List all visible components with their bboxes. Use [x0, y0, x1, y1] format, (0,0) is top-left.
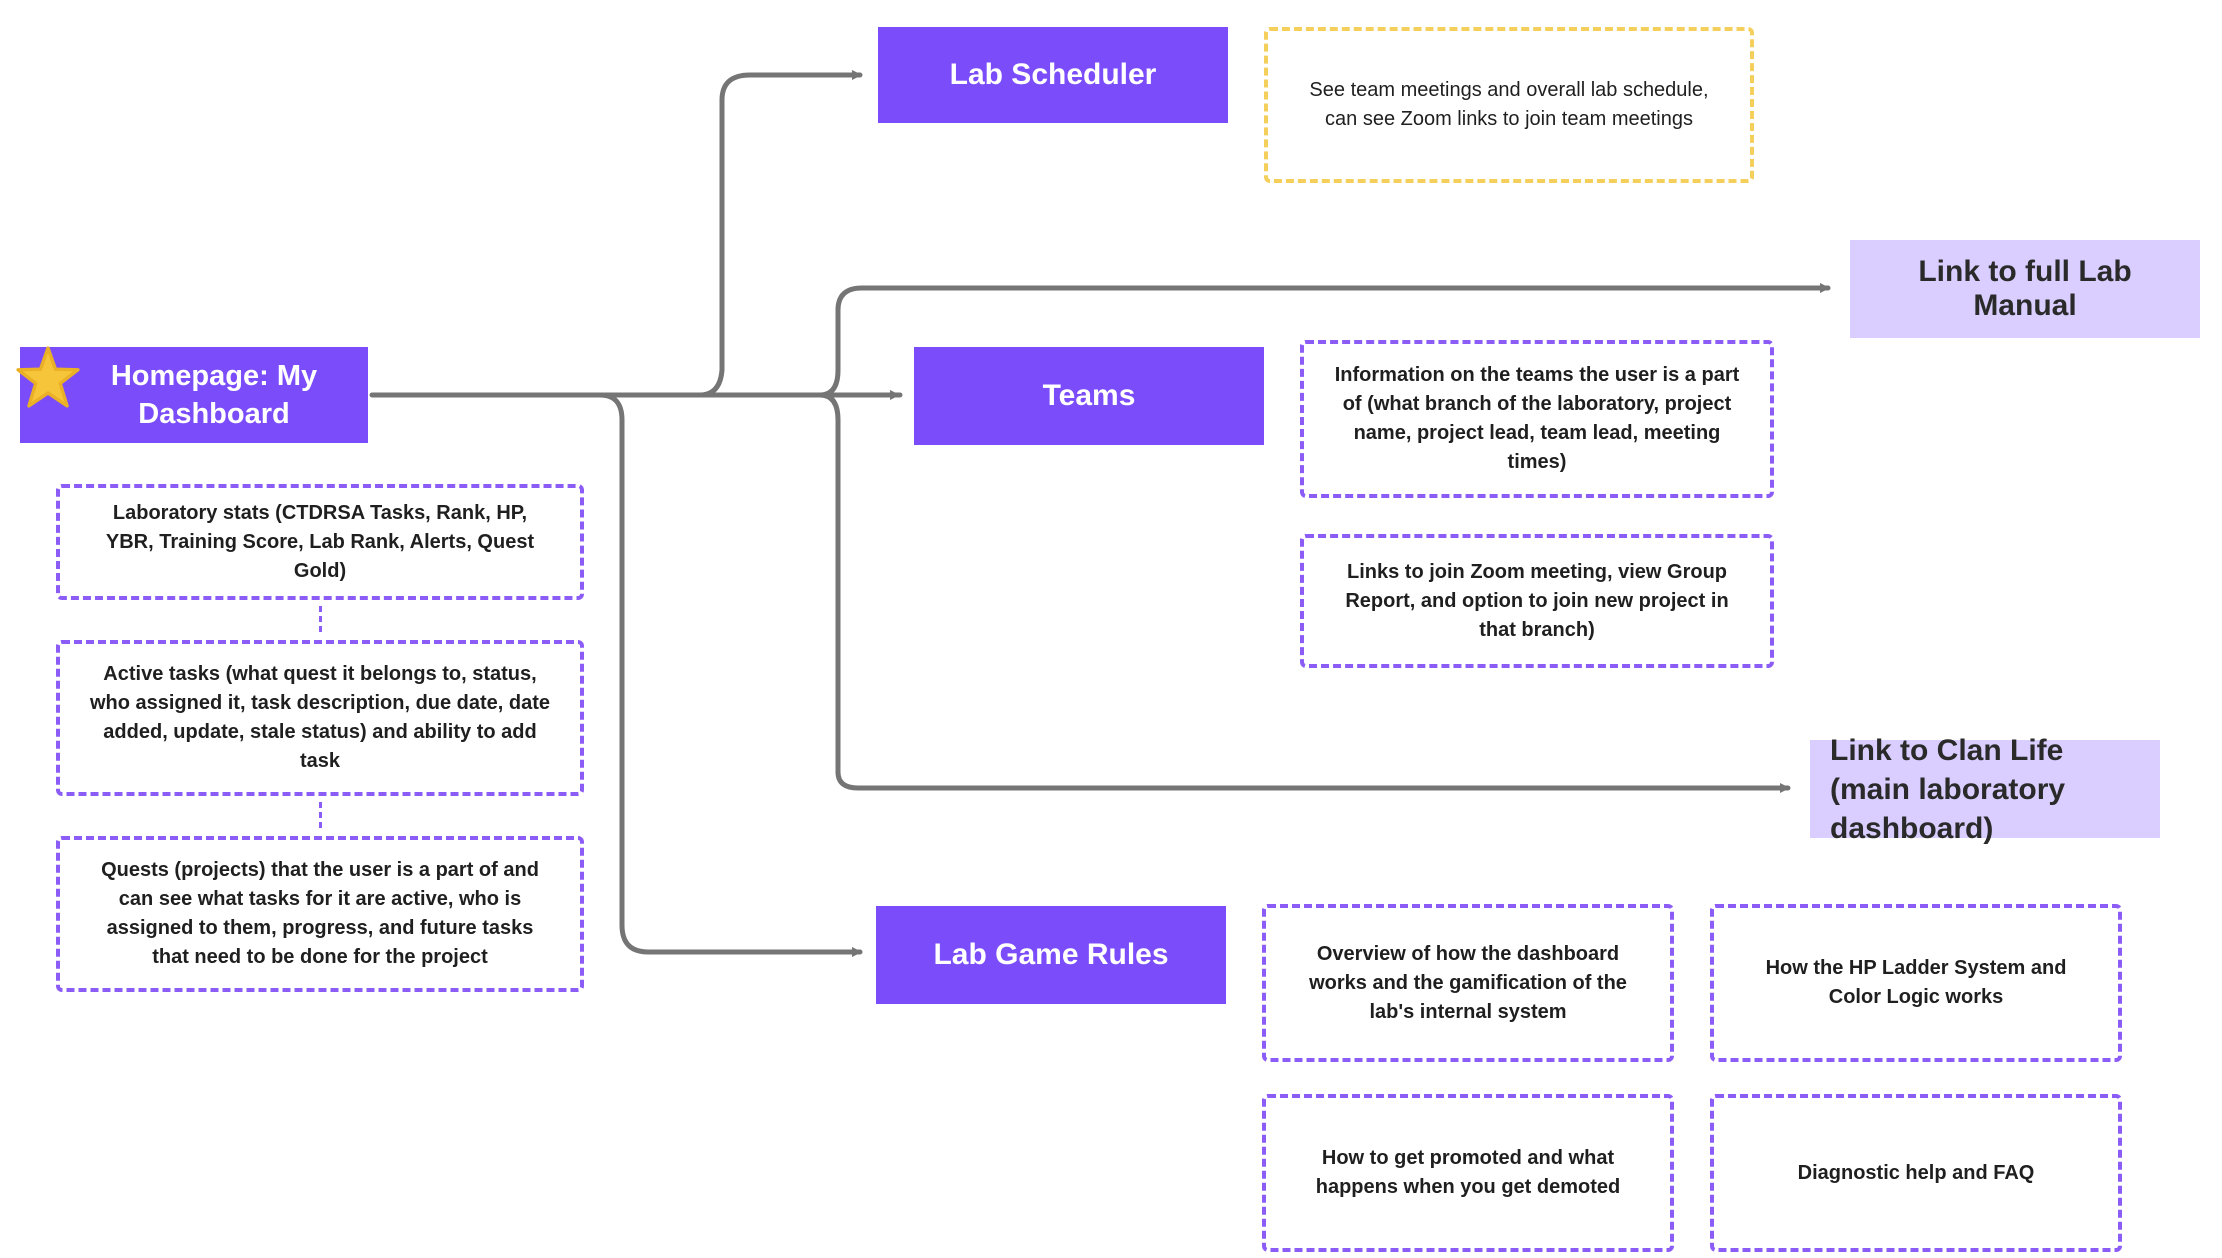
star-icon [16, 346, 80, 408]
home-note-quests: Quests (projects) that the user is a par… [56, 836, 584, 992]
clan-life-link[interactable]: Link to Clan Life (main laboratory dashb… [1810, 734, 2160, 845]
connector-clan-life [817, 392, 1791, 793]
dashed-connector [319, 606, 322, 632]
lab-scheduler-node[interactable]: Lab Scheduler [878, 27, 1228, 123]
game-rules-note-promotion: How to get promoted and what happens whe… [1262, 1094, 1674, 1252]
connector-lab-manual [817, 283, 1831, 398]
connector-lab-scheduler [697, 70, 863, 398]
homepage-title: Homepage: My Dashboard [110, 360, 318, 430]
lab-scheduler-note: See team meetings and overall lab schedu… [1264, 27, 1754, 183]
teams-node[interactable]: Teams [914, 347, 1264, 445]
game-rules-note-faq: Diagnostic help and FAQ [1710, 1094, 2122, 1252]
home-note-lab-stats: Laboratory stats (CTDRSA Tasks, Rank, HP… [56, 484, 584, 600]
homepage-node[interactable]: Homepage: My Dashboard [20, 347, 368, 443]
dashed-connector [319, 802, 322, 828]
teams-note-links: Links to join Zoom meeting, view Group R… [1300, 534, 1774, 668]
lab-game-rules-node[interactable]: Lab Game Rules [876, 906, 1226, 1004]
connector-game-rules [597, 392, 863, 957]
game-rules-note-hp-ladder: How the HP Ladder System and Color Logic… [1710, 904, 2122, 1062]
home-note-active-tasks: Active tasks (what quest it belongs to, … [56, 640, 584, 796]
lab-manual-link[interactable]: Link to full Lab Manual [1850, 240, 2200, 338]
teams-note-info: Information on the teams the user is a p… [1300, 340, 1774, 498]
game-rules-note-overview: Overview of how the dashboard works and … [1262, 904, 1674, 1062]
